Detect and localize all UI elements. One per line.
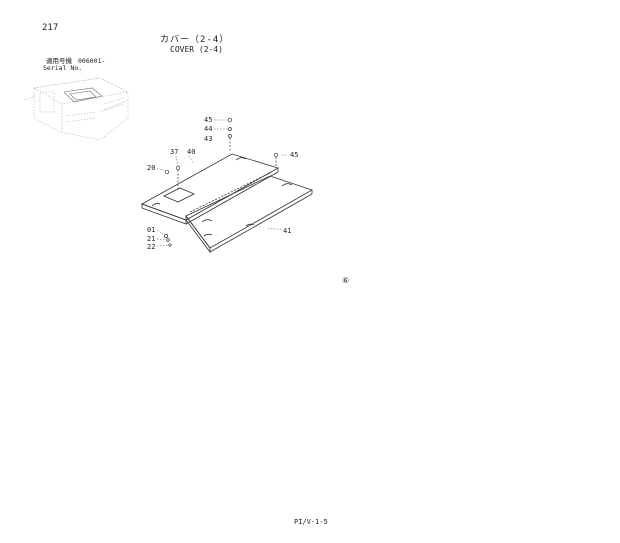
part-22 [168, 243, 172, 247]
washer-43 [228, 134, 232, 138]
callout-45-top: 45 [204, 116, 212, 124]
callout-45-right: 45 [290, 151, 298, 159]
serial-label-japanese: 適用号機 [46, 57, 72, 65]
callout-43: 43 [204, 135, 212, 143]
callout-41: 41 [283, 227, 291, 235]
cover-handle [281, 183, 293, 187]
title-japanese: カバー（2-4） [160, 35, 230, 45]
cover-handle [235, 157, 247, 161]
bolt-20 [164, 169, 170, 175]
callout-22: 22 [147, 243, 155, 251]
fasteners [164, 117, 279, 247]
cover-handle [201, 219, 213, 223]
footer-page-code: PI/V-1-5 [294, 518, 328, 526]
cover-panels [141, 153, 313, 254]
callout-01: 01 [147, 226, 155, 234]
callout-40: 40 [187, 148, 195, 156]
serial-label-english: Serial No. [43, 64, 83, 72]
inspection-plate [163, 187, 195, 203]
machine-locator-thumbnail [23, 77, 129, 141]
bolt-45-right [273, 152, 279, 158]
cover-panel-front [185, 175, 313, 249]
washer-44 [228, 127, 232, 131]
circled-symbol: ⑥ [342, 276, 349, 285]
cover-handle [203, 233, 213, 237]
cover-handle [245, 223, 255, 227]
title-english: COVER (2-4) [170, 45, 223, 54]
callout-20: 20 [147, 164, 155, 172]
leader-lines [156, 119, 288, 247]
part-01 [164, 234, 168, 238]
serial-number: 006001- [78, 57, 106, 65]
callout-21: 21 [147, 235, 155, 243]
bolt-37 [175, 165, 181, 171]
page-number: 217 [42, 23, 59, 33]
part-21 [166, 238, 170, 242]
cover-handle [151, 202, 161, 207]
bolt-45 [227, 117, 233, 123]
callout-37: 37 [170, 148, 178, 156]
callout-44: 44 [204, 125, 212, 133]
